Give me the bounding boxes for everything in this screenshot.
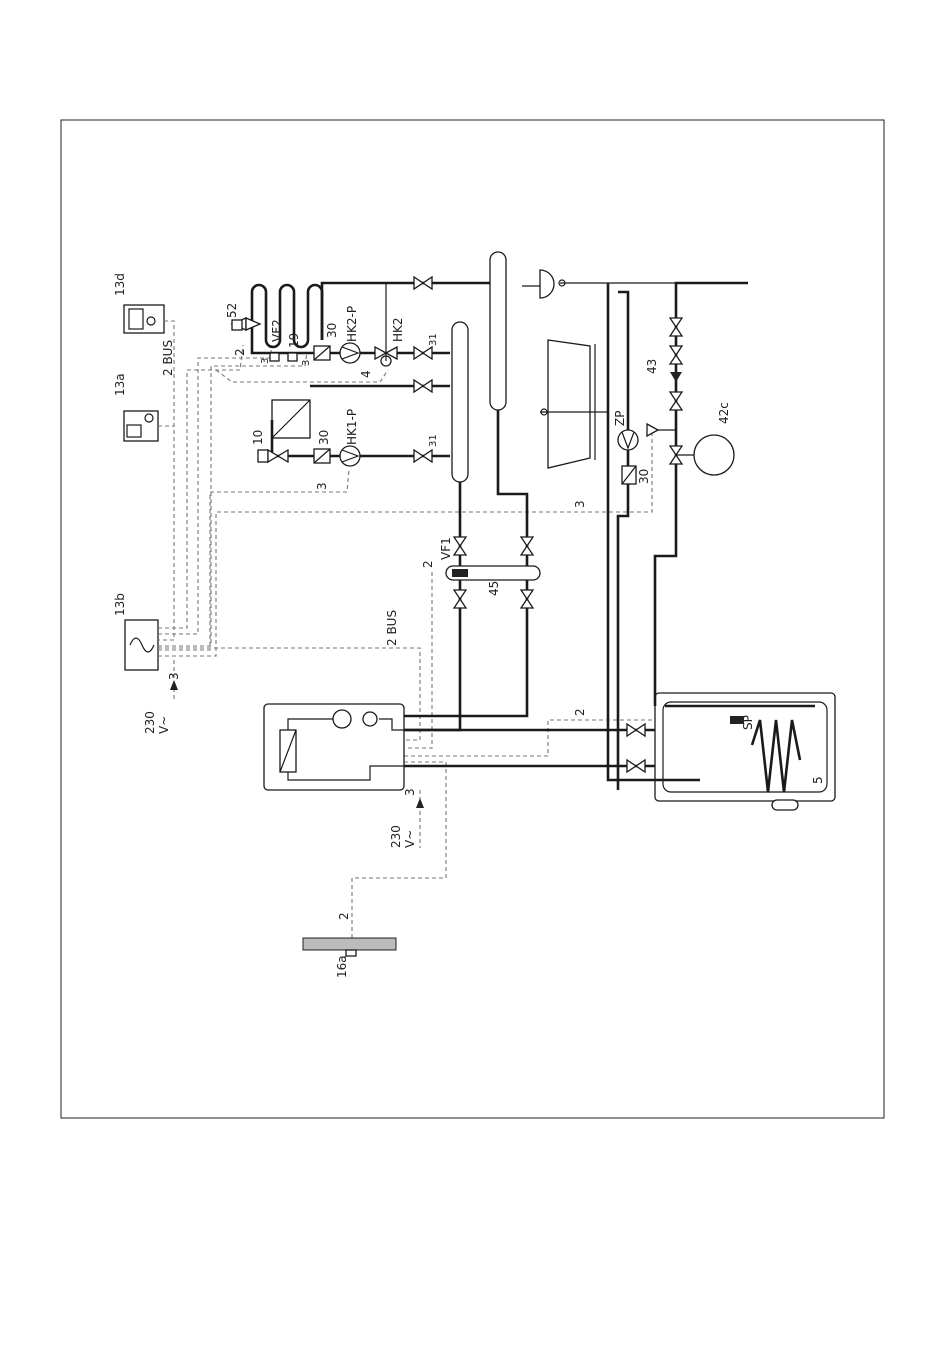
label-hk2p: HK2-P (345, 306, 359, 342)
label-zp: ZP (613, 411, 627, 426)
heat-generator (264, 704, 404, 790)
label-2d: 2 (337, 912, 351, 920)
control-wiring (158, 321, 730, 950)
label-2a: 2 (233, 348, 247, 356)
valve-dhw-b2 (636, 760, 645, 772)
label-5: 5 (811, 776, 825, 784)
label-3f: 3 (403, 788, 417, 796)
label-2c: 2 (573, 708, 587, 716)
outdoor-sensor-16a-cap (346, 950, 356, 956)
label-3c: 3 (315, 482, 329, 490)
label-30b: 30 (317, 430, 331, 445)
cold-water-line (655, 283, 748, 706)
storage-tank (655, 693, 835, 810)
label-3e: 3 (167, 672, 181, 680)
bath-tub (540, 340, 608, 468)
label-vf1: VF1 (439, 537, 453, 560)
flow-sensor-vf1 (452, 569, 468, 577)
manifold-flow (452, 322, 468, 482)
label-vb: V~ (403, 830, 417, 848)
label-52: 52 (225, 303, 239, 318)
room-controller-13a (124, 411, 158, 441)
label-230b: 230 (389, 825, 403, 848)
label-19: 19 (287, 333, 301, 348)
label-3a: 3 (260, 358, 271, 364)
power-arrow-lower (416, 798, 424, 808)
label-3b: 3 (301, 360, 312, 366)
outdoor-sensor-16a (303, 938, 396, 950)
dhw-circulation-line (618, 292, 628, 790)
valve-dhw-b (627, 760, 636, 772)
system-controller-13b (125, 620, 158, 670)
label-2-bus-mid: 2 BUS (385, 610, 399, 646)
room-controller-13d (124, 305, 164, 333)
label-42c: 42c (717, 402, 731, 424)
label-13a: 13a (113, 373, 127, 396)
label-43: 43 (645, 359, 659, 374)
label-230a: 230 (143, 711, 157, 734)
label-hk2: HK2 (391, 317, 405, 342)
valve-dhw-a (627, 724, 636, 736)
wash-basin (522, 270, 565, 298)
manifold-return (490, 252, 506, 410)
label-10: 10 (251, 430, 265, 445)
label-31b: 31 (428, 434, 439, 447)
label-30a: 30 (325, 323, 339, 338)
label-13b: 13b (113, 593, 127, 616)
valve-dhw-a2 (636, 724, 645, 736)
label-16a: 16a (335, 955, 349, 978)
label-30c: 30 (637, 469, 651, 484)
label-2b: 2 (421, 560, 435, 568)
label-13d: 13d (113, 273, 127, 296)
expansion-vessel-42c (694, 435, 734, 475)
label-2-bus-top: 2 BUS (161, 340, 175, 376)
power-arrow-left (170, 680, 178, 690)
label-va: V~ (157, 716, 171, 734)
label-4: 4 (359, 370, 373, 378)
label-sp: SP (741, 715, 755, 730)
label-vf2: VF2 (270, 319, 284, 342)
label-31a: 31 (428, 333, 439, 346)
diagram-frame (61, 120, 884, 1118)
dhw-hot-line (608, 283, 655, 780)
safety-group-43 (647, 318, 694, 464)
label-hk1p: HK1-P (345, 409, 359, 445)
label-3d: 3 (573, 500, 587, 508)
label-45: 45 (487, 581, 501, 596)
